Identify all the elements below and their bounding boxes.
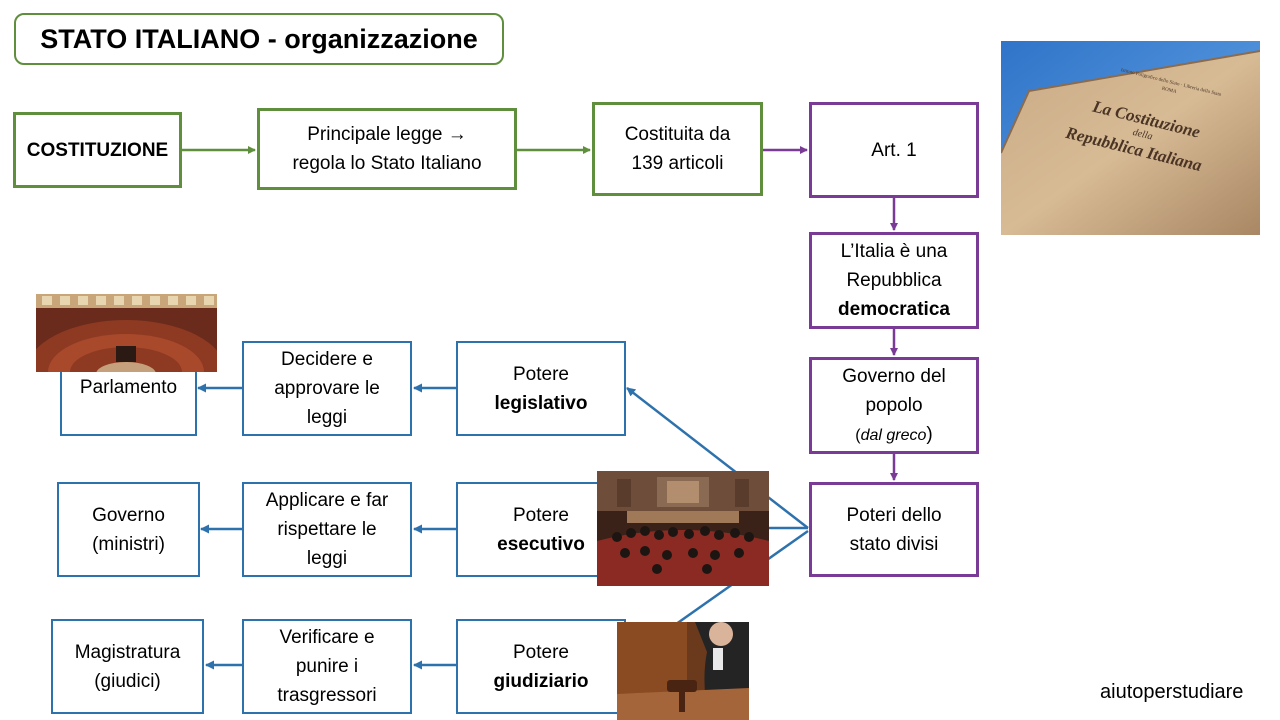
node-italia-repubblica: L’Italia è una Repubblica democratica [809, 232, 979, 329]
node-principale-legge: Principale legge → regola lo Stato Itali… [257, 108, 517, 190]
node-magistratura: Magistratura (giudici) [51, 619, 204, 714]
senate-session-photo [597, 471, 769, 586]
node-potere-legislativo: Potere legislativo [456, 341, 626, 436]
node-governo-ministri: Governo (ministri) [57, 482, 200, 577]
node-verificare-punire: Verificare e punire i trasgressori [242, 619, 412, 714]
node-governo-popolo: Governo del popolo (dal greco) [809, 357, 979, 454]
node-costituita: Costituita da 139 articoli [592, 102, 763, 196]
book-cover-text: Istituto Poligrafico dello Stato · Libre… [1063, 68, 1222, 176]
page-title: STATO ITALIANO - organizzazione [14, 13, 504, 65]
node-potere-giudiziario: Potere giudiziario [456, 619, 626, 714]
parliament-hall-photo [36, 294, 217, 372]
judge-gavel-photo [617, 622, 749, 720]
node-art1: Art. 1 [809, 102, 979, 198]
node-costituzione: COSTITUZIONE [13, 112, 182, 188]
arrow-poteri-legislativo [626, 387, 809, 529]
watermark: aiutoperstudiare [1100, 681, 1244, 703]
costituzione-book-photo: Istituto Poligrafico dello Stato · Libre… [1001, 41, 1260, 235]
node-applicare-rispettare: Applicare e far rispettare le leggi [242, 482, 412, 577]
node-decidere-approvare: Decidere e approvare le leggi [242, 341, 412, 436]
node-poteri-divisi: Poteri dello stato divisi [809, 482, 979, 577]
